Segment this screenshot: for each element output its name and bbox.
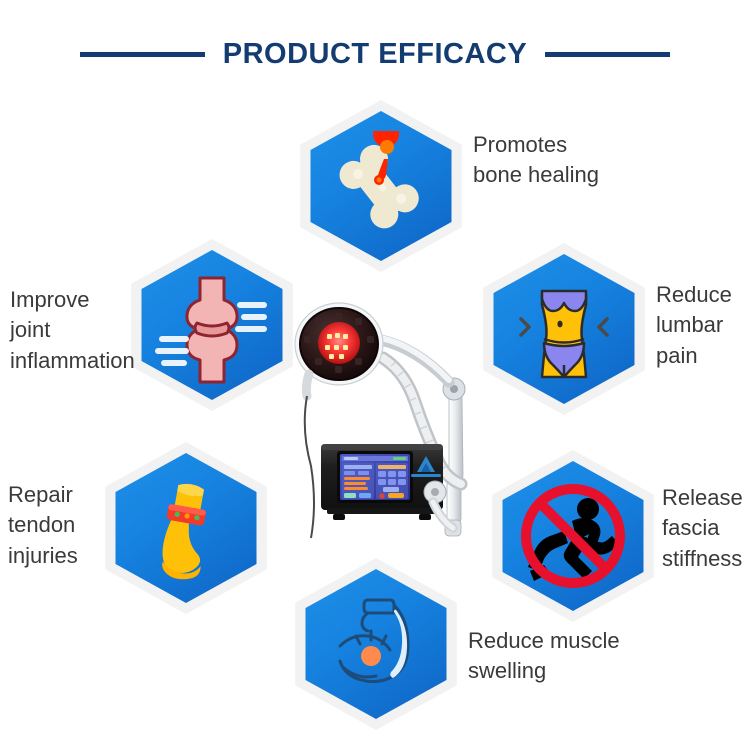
bone-healing-icon <box>306 111 456 261</box>
benefit-hexagon-lumbar-pain[interactable] <box>478 243 650 415</box>
benefit-hexagon-tendon-injuries[interactable] <box>100 442 272 614</box>
title-rule-right <box>545 52 671 57</box>
benefit-hexagon-fascia-stiffness[interactable] <box>487 450 659 622</box>
lumbar-pain-icon <box>489 254 639 404</box>
page-title: PRODUCT EFFICACY <box>0 38 750 71</box>
muscle-swelling-icon <box>301 569 451 719</box>
joint-inflammation-icon <box>137 250 287 400</box>
benefit-hexagon-bone-healing[interactable] <box>295 100 467 272</box>
therapy-device-image <box>283 296 488 546</box>
title-rule-left <box>79 52 205 57</box>
benefit-label-fascia-stiffness: Release fascia stiffness <box>662 485 743 571</box>
benefit-hexagon-muscle-swelling[interactable] <box>290 558 462 730</box>
page-title-text: PRODUCT EFFICACY <box>222 38 528 70</box>
fascia-stiffness-icon <box>498 461 648 611</box>
benefit-label-lumbar-pain: Reduce lumbar pain <box>656 282 732 368</box>
benefit-label-muscle-swelling: Reduce muscle swelling <box>468 628 620 684</box>
benefit-label-joint-inflammation: Improve joint inflammation <box>10 287 135 373</box>
tendon-injury-icon <box>111 453 261 603</box>
benefit-hexagon-joint-inflammation[interactable] <box>126 239 298 411</box>
benefit-label-tendon-injuries: Repair tendon injuries <box>8 482 78 568</box>
benefit-label-bone-healing: Promotes bone healing <box>473 132 600 188</box>
